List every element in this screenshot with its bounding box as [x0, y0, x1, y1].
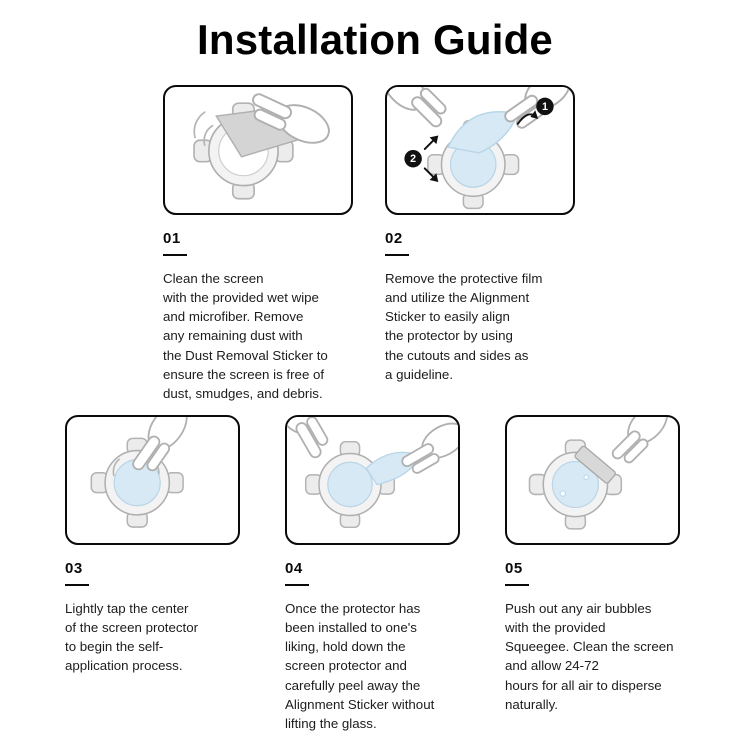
motion-line	[203, 124, 214, 147]
tap-center-illustration	[90, 417, 188, 528]
motion-line	[193, 111, 206, 139]
hand-icon	[401, 422, 458, 474]
hand-icon	[611, 417, 668, 464]
air-bubble	[559, 490, 567, 497]
peel-sticker-illustration	[287, 417, 458, 529]
squeegee-icon	[574, 445, 616, 484]
svg-text:1: 1	[542, 101, 548, 113]
step-2-illustration: 1 2	[385, 85, 575, 215]
step-underline	[65, 584, 89, 586]
step-number: 05	[505, 560, 523, 577]
step-description: Lightly tap the center of the screen pro…	[65, 601, 199, 674]
step-1: 01 Clean the screen with the provided we…	[163, 85, 353, 403]
badge-2: 2	[404, 150, 422, 168]
hand-icon	[132, 417, 188, 472]
arrowhead-icon	[530, 110, 539, 119]
step-description: Push out any air bubbles with the provid…	[505, 601, 674, 712]
arrowhead-icon	[429, 135, 439, 145]
step-number: 03	[65, 560, 83, 577]
step-description: Clean the screen with the provided wet w…	[163, 271, 328, 401]
clean-screen-illustration	[193, 93, 330, 200]
watch-protector	[304, 440, 396, 529]
page-title: Installation Guide	[197, 16, 553, 63]
step-underline	[385, 254, 409, 256]
step-description: Remove the protective film and utilize t…	[385, 271, 543, 382]
hand-icon	[252, 93, 330, 144]
step-5-illustration	[505, 415, 680, 545]
svg-text:2: 2	[410, 153, 416, 165]
step-5: 05 Push out any air bubbles with the pro…	[505, 415, 680, 714]
small-arrow-icon	[423, 167, 436, 180]
step-underline	[285, 584, 309, 586]
squeegee-illustration	[528, 417, 668, 530]
step-number: 04	[285, 560, 303, 577]
tap-ripple	[112, 458, 121, 477]
step-number: 02	[385, 230, 403, 247]
small-arrow-icon	[423, 138, 436, 150]
step-3-illustration	[65, 415, 240, 545]
step-3: 03 Lightly tap the center of the screen …	[65, 415, 240, 676]
step-4-illustration	[285, 415, 460, 545]
step-underline	[505, 584, 529, 586]
air-bubble	[583, 474, 589, 481]
step-underline	[163, 254, 187, 256]
watch-protector	[90, 437, 184, 528]
step-description: Once the protector has been installed to…	[285, 601, 435, 731]
hand-icon	[387, 87, 447, 128]
badge-1: 1	[536, 97, 554, 116]
step-2: 1 2 02 Remove the protective film and ut…	[385, 85, 575, 384]
watch-protector	[528, 439, 623, 530]
hand-icon	[287, 417, 329, 459]
arrowhead-icon	[429, 173, 439, 182]
step-number: 01	[163, 230, 181, 247]
step-4: 04 Once the protector has been installed…	[285, 415, 460, 733]
step-1-illustration	[163, 85, 353, 215]
align-protector-illustration: 1 2	[387, 87, 572, 210]
